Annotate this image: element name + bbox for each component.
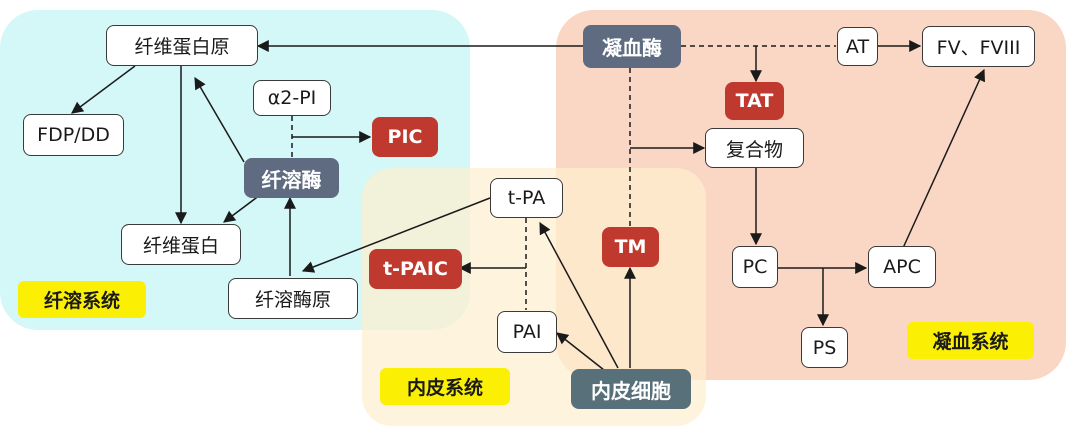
node-pai: PAI [497,311,557,353]
edge-fibrinogen-to-fdp [71,65,136,114]
edge-cells-to-tpa [539,221,619,369]
node-alpha2-pi: α2-PI [253,80,331,116]
node-plasmin: 纤溶酶 [244,158,339,198]
node-fibrinogen: 纤维蛋白原 [106,25,258,66]
node-endothelial-cells: 内皮细胞 [571,369,691,409]
edge-plasmin-to-fibrinogen [194,76,245,163]
node-complex: 复合物 [705,128,804,168]
node-pc: PC [732,246,778,288]
node-plasminogen: 纤溶酶原 [228,278,358,319]
node-pic: PIC [372,117,438,157]
edge-tpa-to-plasminogen [301,197,491,273]
node-fv-fviii: FV、FVIII [922,26,1035,67]
node-ps: PS [801,327,848,368]
node-tpa: t-PA [490,178,563,218]
node-tat: TAT [725,82,784,120]
node-fdp-dd: FDP/DD [23,114,124,156]
node-fibrin: 纤维蛋白 [121,224,241,265]
edge-plasmin-to-fibrin [223,194,261,223]
node-tpaic: t-PAIC [369,249,462,289]
edge-apc-to-fv [902,68,985,249]
node-at: AT [837,27,878,66]
edge-cells-to-pai [556,332,605,371]
node-thrombin: 凝血酶 [583,25,681,68]
label-fibrinolysis-system: 纤溶系统 [18,281,146,318]
node-apc: APC [868,246,936,288]
label-coagulation-system: 凝血系统 [907,322,1034,359]
node-tm: TM [602,227,659,267]
label-endothelial-system: 内皮系统 [380,368,510,405]
